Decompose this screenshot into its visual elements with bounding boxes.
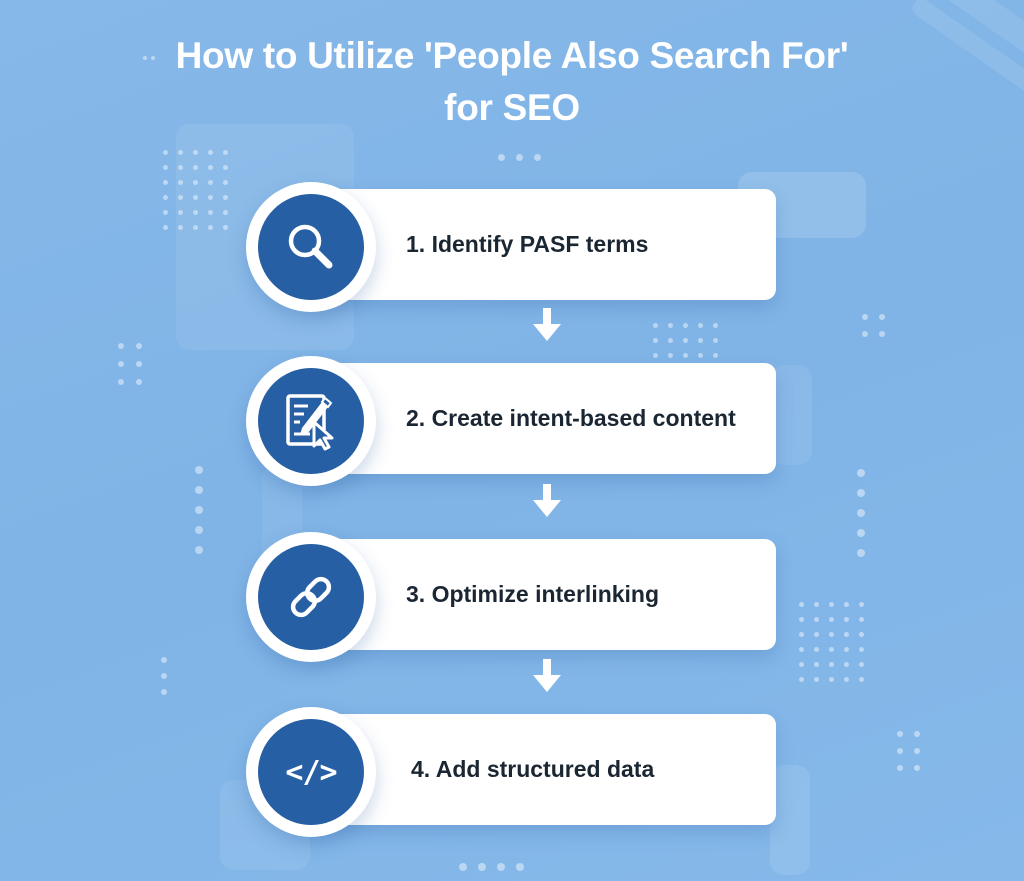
step-label: 4. Add structured data (411, 756, 655, 782)
dot-row-title-left (143, 56, 159, 64)
dot-grid-right-large (799, 602, 874, 692)
arrow-down-icon (533, 659, 561, 692)
bg-panel-right-low (770, 765, 810, 875)
document-edit-cursor-icon (286, 394, 334, 451)
step-label: 3. Optimize interlinking (406, 581, 660, 607)
chain-link-icon (290, 576, 332, 618)
step-card (306, 714, 776, 825)
step-card (306, 363, 776, 474)
step-1: 1. Identify PASF terms (246, 182, 776, 312)
dot-column-left (195, 466, 205, 566)
step-label: 1. Identify PASF terms (406, 231, 649, 257)
bg-panel-right-mid (770, 365, 812, 465)
code-brackets-icon: </> (285, 754, 337, 790)
step-label: 2. Create intent-based content (406, 405, 736, 431)
dot-grid-center-right (653, 323, 728, 368)
page-title-line-2: for SEO (444, 87, 580, 128)
step-4: </> 4. Add structured data (246, 707, 776, 837)
step-3: 3. Optimize interlinking (246, 532, 776, 662)
step-icon-circle (246, 182, 376, 312)
arrow-down-icon (533, 484, 561, 517)
dot-column-right (857, 469, 867, 569)
dot-row-bottom (459, 863, 535, 873)
dot-grid-top-left (163, 150, 238, 240)
page-title: How to Utilize 'People Also Search For' … (0, 30, 1024, 134)
step-icon-circle (246, 356, 376, 486)
dot-grid-right-small-bottom (897, 731, 931, 782)
arrow-down-icon (533, 308, 561, 341)
dot-grid-left-small (118, 343, 154, 397)
magnifying-glass-icon (288, 224, 333, 269)
dot-column-left-small (161, 657, 169, 705)
step-2: 2. Create intent-based content (246, 356, 776, 486)
dot-row-under-title (498, 154, 552, 164)
page-title-line-1: How to Utilize 'People Also Search For' (175, 35, 849, 76)
step-icon-circle: </> (246, 707, 376, 837)
step-icon-circle (246, 532, 376, 662)
step-card (306, 539, 776, 650)
dot-grid-right-small-top (862, 314, 896, 348)
step-card (306, 189, 776, 300)
